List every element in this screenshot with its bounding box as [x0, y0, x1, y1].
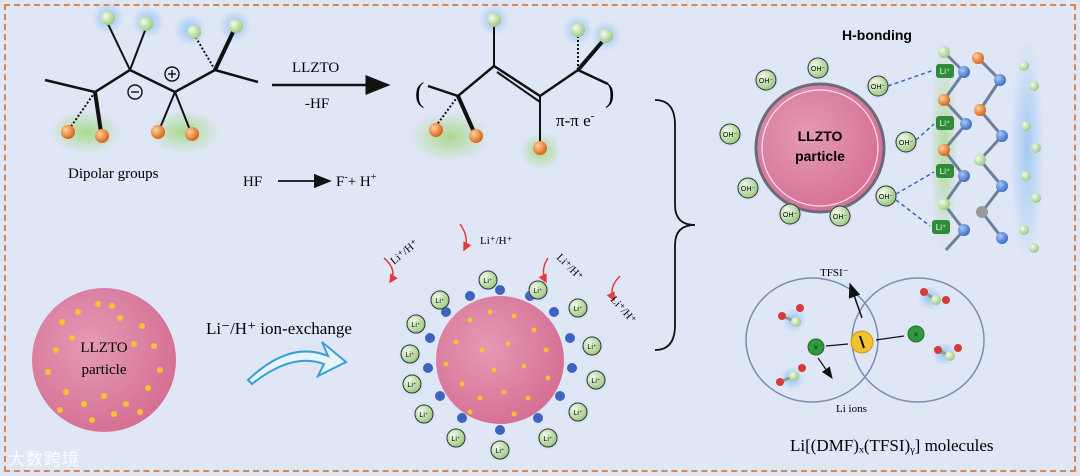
svg-text:(: (	[415, 78, 424, 109]
svg-text:Li⁺: Li⁺	[573, 410, 582, 417]
svg-text:OH⁻: OH⁻	[723, 132, 738, 139]
f-ion-label: F	[336, 174, 344, 190]
svg-text:OH⁻: OH⁻	[899, 140, 914, 147]
hydrogen-atom	[429, 123, 443, 137]
dashed-border	[4, 4, 1076, 472]
hydrogen-atom	[151, 125, 165, 139]
polyene-chain: ( )	[410, 5, 621, 170]
watermark: 大数跨境	[8, 450, 80, 470]
llzto-particle-label-2: particle	[795, 148, 845, 164]
hydrogen-atom	[533, 141, 547, 155]
svg-text:Li⁺: Li⁺	[587, 344, 596, 351]
svg-text:Li⁺: Li⁺	[936, 223, 946, 232]
svg-text:OH⁻: OH⁻	[833, 214, 848, 221]
li-ion-group	[932, 64, 954, 234]
minus-hf-label: -HF	[305, 96, 329, 112]
svg-text:Li⁺: Li⁺	[411, 322, 420, 329]
svg-text:Li⁺: Li⁺	[533, 288, 542, 295]
llzto-particle-label-1: LLZTO	[798, 128, 843, 144]
exchanged-particle: Li⁺ Li⁺ Li⁺ Li⁺ Li⁺ Li⁺ Li⁺ Li⁺ Li⁺ Li⁺ Li⁺ Li…	[383, 223, 639, 462]
oh-ion-group	[717, 55, 919, 229]
hydrogen-atom	[61, 125, 75, 139]
fluorine-atom	[187, 25, 201, 39]
fluorine-atom	[571, 23, 585, 37]
svg-text:Li⁺: Li⁺	[405, 352, 414, 359]
pi-pi-label: π-π e	[556, 111, 591, 130]
ion-exchange-arrow	[246, 341, 348, 386]
svg-text:Li⁺: Li⁺	[940, 119, 950, 128]
svg-text:π-π e-: π-π e-	[556, 110, 595, 130]
svg-text:Li⁺: Li⁺	[483, 278, 492, 285]
hydrogen-atom	[185, 127, 199, 141]
llzto-particle-left: LLZTO particle	[32, 288, 176, 432]
svg-text:Li⁺: Li⁺	[940, 67, 950, 76]
fluorine-atom	[487, 13, 501, 27]
svg-text:): )	[605, 78, 614, 109]
svg-text:F-+ H+: F-+ H+	[336, 172, 377, 190]
svg-text:Li⁺: Li⁺	[419, 412, 428, 419]
hf-lhs-label: HF	[243, 174, 262, 190]
svg-text:OH⁻: OH⁻	[879, 194, 894, 201]
svg-text:Li⁺: Li⁺	[407, 382, 416, 389]
svg-text:OH⁻: OH⁻	[871, 84, 886, 91]
hydrogen-atom	[469, 129, 483, 143]
fluorine-atom	[139, 17, 153, 31]
svg-text:Li⁺: Li⁺	[451, 436, 460, 443]
svg-text:Li⁺: Li⁺	[543, 436, 552, 443]
svg-text:OH⁻: OH⁻	[741, 186, 756, 193]
fluorine-atom	[101, 11, 115, 25]
fluorine-atom	[229, 19, 243, 33]
svg-text:OH⁻: OH⁻	[759, 78, 774, 85]
svg-text:×: ×	[813, 343, 819, 354]
llzto-particle-core	[754, 82, 886, 214]
grouping-brace	[654, 99, 696, 351]
svg-text:OH⁻: OH⁻	[783, 212, 798, 219]
svg-text:Li⁺: Li⁺	[573, 306, 582, 313]
li-h-label-4: Li⁺/H⁺	[608, 294, 639, 326]
svg-text:×: ×	[913, 330, 919, 341]
llzto-left-label-1: LLZTO	[80, 340, 127, 356]
dipolar-groups-label: Dipolar groups	[68, 166, 159, 182]
llzto-reagent-label: LLZTO	[292, 60, 339, 76]
h-bonding-label: H-bonding	[842, 27, 912, 43]
hydrogen-atom	[95, 129, 109, 143]
li-h-label-1: Li⁺/H⁺	[388, 237, 421, 267]
svg-text:OH⁻: OH⁻	[811, 66, 826, 73]
llzto-left-label-2: particle	[82, 362, 127, 378]
li-h-label-3: Li⁺/H⁺	[554, 252, 586, 284]
fluorine-atom	[599, 29, 613, 43]
svg-text:Li⁺: Li⁺	[591, 378, 600, 385]
svg-text:Li⁺: Li⁺	[495, 448, 504, 455]
svg-text:Li⁺: Li⁺	[435, 298, 444, 305]
llzto-hbonding-cluster: H-bonding LLZTO particle OH⁻ OH⁻ OH⁻ OH⁻…	[717, 27, 1044, 260]
molecules-label: Li[(DMF)ₓ(TFSI)ᵧ] molecules	[790, 436, 994, 455]
svg-text:Li⁺: Li⁺	[940, 167, 950, 176]
li-h-label-2: Li⁺/H⁺	[480, 235, 513, 247]
tfsi-label: TFSI⁻	[820, 267, 849, 279]
solvation-cluster: TFSI⁻ Li ions × ×	[745, 267, 985, 415]
li-ions-label: Li ions	[836, 403, 867, 415]
pvdf-chain	[44, 2, 259, 154]
ion-exchange-label: Li⁻/H⁺ ion-exchange	[206, 319, 352, 338]
